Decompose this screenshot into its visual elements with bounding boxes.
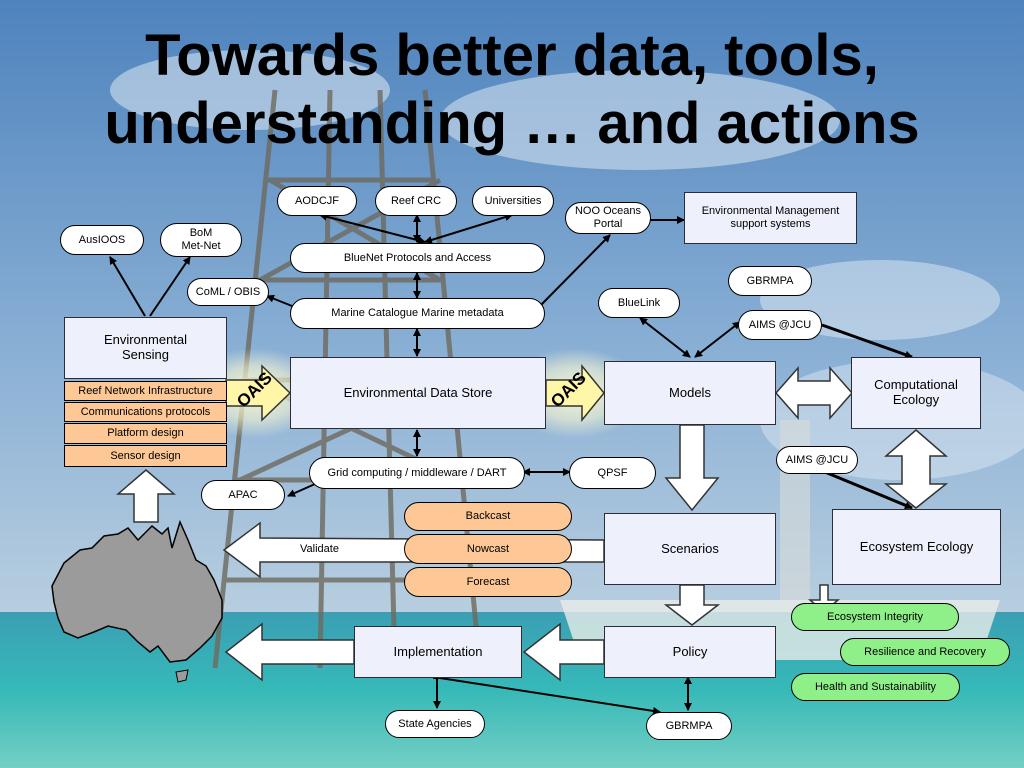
pill-noo-oceans-portal[interactable]: NOO Oceans Portal — [565, 202, 651, 234]
box-ecosystem-ecology[interactable]: Ecosystem Ecology — [832, 509, 1001, 585]
line-catalogue-coml — [266, 294, 293, 307]
title-line-2: understanding … and actions — [104, 91, 920, 156]
cast-backcast[interactable]: Backcast — [404, 502, 572, 531]
outcome-resilience-recovery[interactable]: Resilience and Recovery — [840, 638, 1010, 666]
pill-apac[interactable]: APAC — [201, 480, 285, 510]
box-policy[interactable]: Policy — [604, 626, 776, 678]
line-sensing-ausioos — [109, 256, 146, 317]
pill-bluelink[interactable]: BlueLink — [598, 288, 680, 318]
pill-aims-jcu-mid[interactable]: AIMS @JCU — [776, 446, 858, 474]
arrow-australia-sensing — [115, 469, 177, 523]
bom-line-1: BoM — [189, 227, 213, 240]
line-impl-gbrmpa — [439, 677, 661, 715]
sensing-item-sensor-design[interactable]: Sensor design — [64, 445, 227, 467]
page-title: Towards better data, tools, understandin… — [0, 22, 1024, 158]
outcome-ecosystem-integrity[interactable]: Ecosystem Integrity — [791, 603, 959, 631]
australia-map — [51, 519, 223, 663]
box-environmental-data-store[interactable]: Environmental Data Store — [290, 357, 546, 429]
line-universities-bluenet — [424, 213, 513, 244]
pill-bom-met-net[interactable]: BoM Met-Net — [160, 223, 242, 257]
line-sensing-bom — [149, 256, 191, 317]
pill-qpsf[interactable]: QPSF — [569, 457, 656, 489]
line-grid-apac — [287, 483, 316, 497]
pill-marine-catalogue[interactable]: Marine Catalogue Marine metadata — [290, 298, 545, 329]
sensing-line-1: Environmental — [103, 332, 188, 348]
oais-arrow-right — [545, 363, 605, 423]
outcome-health-sustainability[interactable]: Health and Sustainability — [791, 673, 960, 701]
pill-aodcjf[interactable]: AODCJF — [277, 186, 357, 216]
sensing-item-communications[interactable]: Communications protocols — [64, 402, 227, 422]
validate-label: Validate — [300, 543, 339, 555]
box-scenarios[interactable]: Scenarios — [604, 513, 776, 585]
tasmania-map — [175, 669, 189, 683]
pill-universities[interactable]: Universities — [472, 186, 554, 216]
box-env-management[interactable]: Environmental Management support systems — [684, 192, 857, 244]
pill-bluenet-protocols[interactable]: BlueNet Protocols and Access — [290, 243, 545, 273]
pill-state-agencies[interactable]: State Agencies — [385, 710, 485, 738]
pill-grid-computing[interactable]: Grid computing / middleware / DART — [309, 457, 525, 489]
noo-line-1: NOO Oceans — [574, 205, 642, 218]
comp-line-1: Computational — [874, 377, 958, 393]
arrow-models-scenarios — [664, 424, 720, 512]
env-mgmt-line-1: Environmental Management — [701, 205, 840, 218]
cast-nowcast[interactable]: Nowcast — [404, 534, 572, 564]
title-line-1: Towards better data, tools, — [145, 23, 879, 88]
cast-forecast[interactable]: Forecast — [404, 567, 572, 597]
sensing-line-2: Sensing — [122, 347, 169, 362]
pill-gbrmpa-top[interactable]: GBRMPA — [728, 266, 812, 296]
pill-coml-obis[interactable]: CoML / OBIS — [187, 278, 269, 306]
sensing-item-reef-network[interactable]: Reef Network Infrastructure — [64, 381, 227, 401]
comp-line-2: Ecology — [892, 392, 940, 407]
line-aims-models — [694, 321, 741, 358]
line-aodcjf-bluenet — [319, 212, 426, 245]
arrow-policy-impl — [522, 622, 605, 682]
arrow-comp-ecosystem — [883, 429, 949, 509]
pill-gbrmpa-bottom[interactable]: GBRMPA — [646, 712, 732, 740]
box-implementation[interactable]: Implementation — [354, 626, 522, 678]
pill-aims-jcu-top[interactable]: AIMS @JCU — [738, 310, 822, 340]
box-models[interactable]: Models — [604, 361, 776, 425]
arrow-impl-left — [224, 622, 355, 682]
bom-line-2: Met-Net — [181, 240, 221, 252]
oais-arrow-left — [225, 364, 292, 422]
arrow-models-comp — [775, 366, 853, 420]
sensing-item-platform-design[interactable]: Platform design — [64, 423, 227, 444]
noo-line-2: Portal — [593, 218, 623, 230]
line-aims-comp — [821, 323, 913, 359]
line-catalogue-noo — [539, 234, 611, 307]
box-computational-ecology[interactable]: Computational Ecology — [851, 357, 981, 429]
line-bluelink-models — [639, 317, 691, 358]
arrow-scenarios-policy — [663, 584, 721, 626]
box-environmental-sensing[interactable]: Environmental Sensing — [64, 317, 227, 379]
pill-ausioos[interactable]: AusIOOS — [60, 225, 144, 255]
line-aims-ecology — [819, 468, 913, 510]
env-mgmt-line-2: support systems — [730, 218, 811, 230]
pill-reef-crc[interactable]: Reef CRC — [375, 186, 457, 216]
